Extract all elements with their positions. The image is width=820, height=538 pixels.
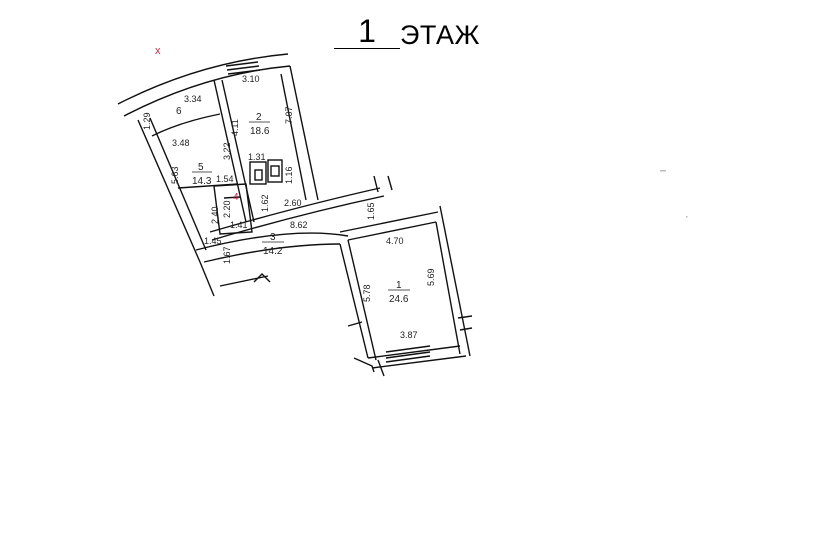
corridor-low-3 bbox=[253, 273, 271, 283]
dim-r4-left: 2.40 bbox=[210, 206, 220, 224]
wall-r2-right-inner bbox=[280, 73, 307, 201]
dim-r1-left: 5.78 bbox=[362, 284, 372, 302]
dim-r1-bottom: 3.87 bbox=[400, 330, 418, 340]
dim-r1-top: 4.70 bbox=[386, 236, 404, 246]
room4-door bbox=[223, 196, 241, 199]
dim-r5-right: 3.22 bbox=[222, 142, 232, 160]
floor-number: 1 bbox=[334, 14, 400, 49]
fixture-3 bbox=[267, 159, 283, 183]
room-2-number: 2 bbox=[256, 112, 262, 123]
dim-r2-left: 4.11 bbox=[230, 119, 240, 136]
room1-left bbox=[339, 243, 369, 359]
room1-top bbox=[347, 221, 437, 241]
dim-bath-top: 1.31 bbox=[248, 152, 266, 162]
wall-left-inner bbox=[149, 117, 207, 251]
dim-r2-top: 3.10 bbox=[242, 74, 260, 84]
room-1-number: 1 bbox=[396, 280, 402, 291]
walls bbox=[117, 53, 473, 377]
room-5-area: 14.3 bbox=[192, 176, 212, 187]
room1-bottom-b bbox=[371, 355, 467, 369]
dim-r3-end: 1.65 bbox=[366, 202, 376, 220]
room1-left-stub bbox=[347, 321, 375, 373]
room-5-number: 5 bbox=[198, 162, 204, 173]
wall-r2-left-b bbox=[221, 79, 255, 223]
wall-r2-left bbox=[213, 79, 247, 223]
room1-right-stub bbox=[457, 315, 473, 331]
dim-r3-width: 8.62 bbox=[290, 220, 308, 230]
room-4-number: 4 bbox=[233, 192, 239, 203]
corridor-bottom-b bbox=[203, 243, 341, 263]
fixture-1 bbox=[249, 161, 267, 185]
scan-specks bbox=[660, 170, 688, 218]
window-bottom bbox=[385, 345, 431, 363]
dim-r5-left: 5.63 bbox=[170, 166, 180, 184]
room4-box bbox=[213, 183, 253, 235]
outer-wall-top bbox=[117, 53, 289, 105]
room-6-number: 6 bbox=[176, 106, 182, 117]
corridor-top bbox=[209, 187, 381, 233]
floor-title: ЭТАЖ bbox=[400, 20, 480, 50]
dim-r2-right: 7.07 bbox=[284, 106, 294, 124]
outer-wall-top-inner bbox=[123, 65, 291, 117]
fixture-4 bbox=[270, 165, 280, 177]
fixture-2 bbox=[254, 169, 263, 181]
corridor-bottom bbox=[195, 232, 349, 251]
dim-r6-side: 1.29 bbox=[142, 112, 152, 130]
dim-r4-height: 2.20 bbox=[222, 200, 232, 218]
dim-bath-right: 1.16 bbox=[284, 166, 294, 184]
corridor-stub bbox=[373, 175, 393, 193]
corridor-low-1 bbox=[199, 261, 215, 297]
dim-r5-top: 3.48 bbox=[172, 138, 190, 148]
room1-bottom-left bbox=[377, 359, 385, 377]
room1-left-b bbox=[347, 239, 377, 361]
room1-bottom bbox=[367, 345, 461, 359]
dim-r3-side: 1.67 bbox=[222, 246, 232, 264]
room-3-number: 3 bbox=[270, 232, 276, 243]
dim-r4-bottom: 1.41 bbox=[230, 220, 248, 230]
dim-r6-width: 3.34 bbox=[184, 94, 202, 104]
room-1-area: 24.6 bbox=[389, 294, 409, 305]
room1-right bbox=[435, 221, 461, 355]
dim-r3-top: 2.60 bbox=[284, 198, 302, 208]
wall-r6-bottom bbox=[151, 113, 221, 137]
corridor-low-2 bbox=[219, 275, 269, 287]
wall-r2-right bbox=[289, 65, 319, 201]
dim-r4-right: 1.62 bbox=[260, 194, 270, 212]
room-2-area: 18.6 bbox=[250, 126, 270, 137]
dim-r5-bottom: 1.54 bbox=[216, 174, 234, 184]
room1-top-b bbox=[339, 211, 439, 233]
labels: 6 3.34 1.29 3.10 2 18.6 4.11 7.07 3.48 3… bbox=[142, 74, 436, 340]
wall-left-outer bbox=[137, 119, 201, 263]
room-3-area: 14.2 bbox=[263, 246, 283, 257]
window-top bbox=[225, 61, 261, 75]
dim-r3-left: 1.45 bbox=[204, 236, 222, 246]
marker-x: x bbox=[155, 45, 161, 57]
room1-right-b bbox=[439, 205, 471, 357]
dim-r1-right: 5.69 bbox=[426, 268, 436, 286]
corridor-top-outer bbox=[211, 195, 385, 241]
